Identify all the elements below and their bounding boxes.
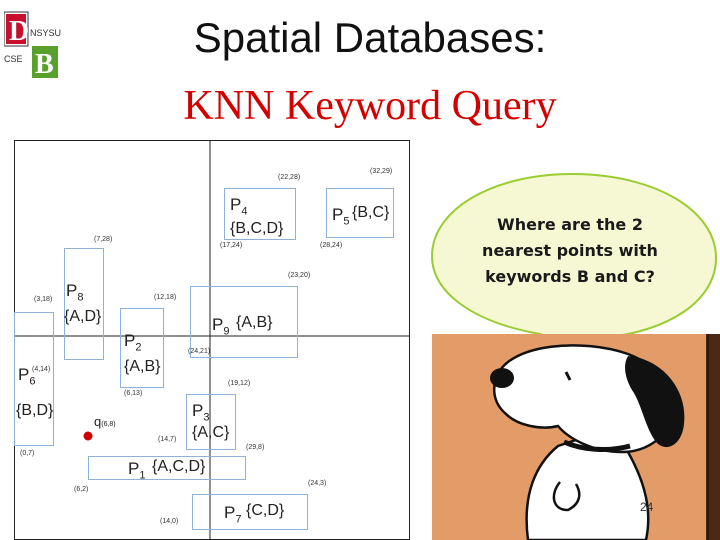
spatial-diagram: P4 {B,C,D} P5 {B,C} P8 {A,D} P9 {A,B} P2… <box>14 140 410 540</box>
coord-label: (32,29) <box>370 168 392 175</box>
coord-label: (14,0) <box>160 518 178 525</box>
coord-label: (24,3) <box>308 480 326 487</box>
coord-label: (7,28) <box>94 236 112 243</box>
snoopy-illustration <box>432 334 720 540</box>
coord-label: (28,24) <box>320 242 342 249</box>
coord-label: (23,20) <box>288 272 310 279</box>
p7-label: P7 <box>224 504 241 525</box>
coord-label: (14,7) <box>158 436 176 443</box>
p4-label: P4 <box>230 196 247 217</box>
coord-label: (6,2) <box>74 486 88 493</box>
coord-label: (3,18) <box>34 296 52 303</box>
coord-label: (22,28) <box>278 174 300 181</box>
coord-label: (0,7) <box>20 450 34 457</box>
coord-label: (6,13) <box>124 390 142 397</box>
p7-keywords: {C,D} <box>246 502 284 520</box>
p8-box <box>64 248 104 360</box>
slide-subtitle: KNN Keyword Query <box>0 82 720 130</box>
coord-label: (12,18) <box>154 294 176 301</box>
p9-label: P9 <box>212 316 229 337</box>
p8-label: P8 <box>66 282 83 303</box>
query-label: q(6,8) <box>94 414 116 429</box>
coord-label: (17,24) <box>220 242 242 249</box>
bubble-question: Where are the 2 nearest points with keyw… <box>470 212 670 290</box>
p4-keywords: {B,C,D} <box>230 220 283 238</box>
p2-label: P2 <box>124 332 141 353</box>
coord-label: (4,14) <box>32 366 50 373</box>
p8-keywords: {A,D} <box>64 308 101 326</box>
p1-keywords: {A,C,D} <box>152 458 205 476</box>
coord-label: (19,12) <box>228 380 250 387</box>
p5-label: P5 <box>332 206 349 227</box>
coord-label: (29,8) <box>246 444 264 451</box>
p2-keywords: {A,B} <box>124 358 160 376</box>
p1-label: P1 <box>128 460 145 481</box>
p3-label: P3 <box>192 402 209 423</box>
p5-keywords: {B,C} <box>352 204 389 222</box>
coord-label: (24,21) <box>188 348 210 355</box>
p3-keywords: {A,C} <box>192 424 229 442</box>
slide-title: Spatial Databases: <box>0 14 720 62</box>
query-point <box>82 430 94 442</box>
p6-keywords: {B,D} <box>16 402 53 420</box>
p9-keywords: {A,B} <box>236 314 272 332</box>
page-number: 24 <box>640 500 653 514</box>
